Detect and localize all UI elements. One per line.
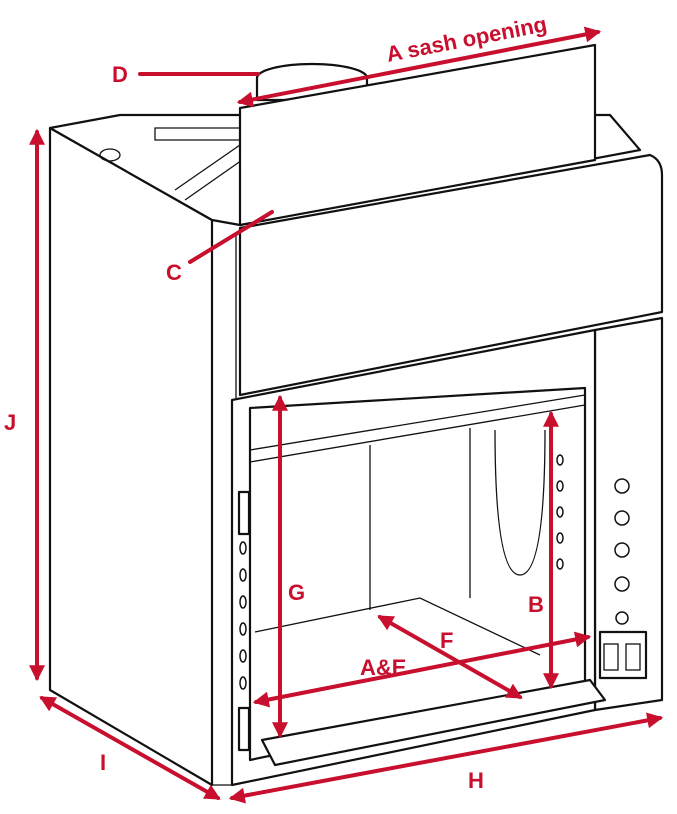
- left-hole-column: [239, 541, 247, 690]
- left-outlet-lower: [237, 706, 251, 752]
- label-h: H: [468, 768, 484, 793]
- label-i: I: [100, 750, 106, 775]
- dimension-lines: [29, 26, 664, 804]
- dim-a-line: [236, 26, 602, 108]
- dim-i-line: [39, 696, 221, 800]
- dim-c-leader: [188, 210, 274, 264]
- label-a-and-e: A&E: [360, 655, 406, 680]
- label-d: D: [112, 62, 128, 87]
- back-wall: [369, 428, 471, 610]
- label-j: J: [4, 410, 16, 435]
- left-side-panel: [48, 126, 214, 787]
- top-brace: [174, 144, 246, 201]
- fume-hood-outline: [48, 43, 664, 787]
- dim-h-line: [228, 712, 664, 804]
- label-c: C: [166, 260, 182, 285]
- label-f: F: [440, 628, 453, 653]
- left-outlet-upper: [237, 490, 251, 536]
- top-motor: [99, 148, 121, 162]
- dim-f-line: [377, 615, 523, 699]
- label-b: B: [528, 592, 544, 617]
- baffle-bar: [249, 394, 586, 463]
- utility-loop: [494, 429, 546, 576]
- front-header: [238, 153, 664, 397]
- label-g: G: [288, 580, 305, 605]
- electrical-outlet: [598, 630, 648, 680]
- service-fixtures: [614, 478, 630, 625]
